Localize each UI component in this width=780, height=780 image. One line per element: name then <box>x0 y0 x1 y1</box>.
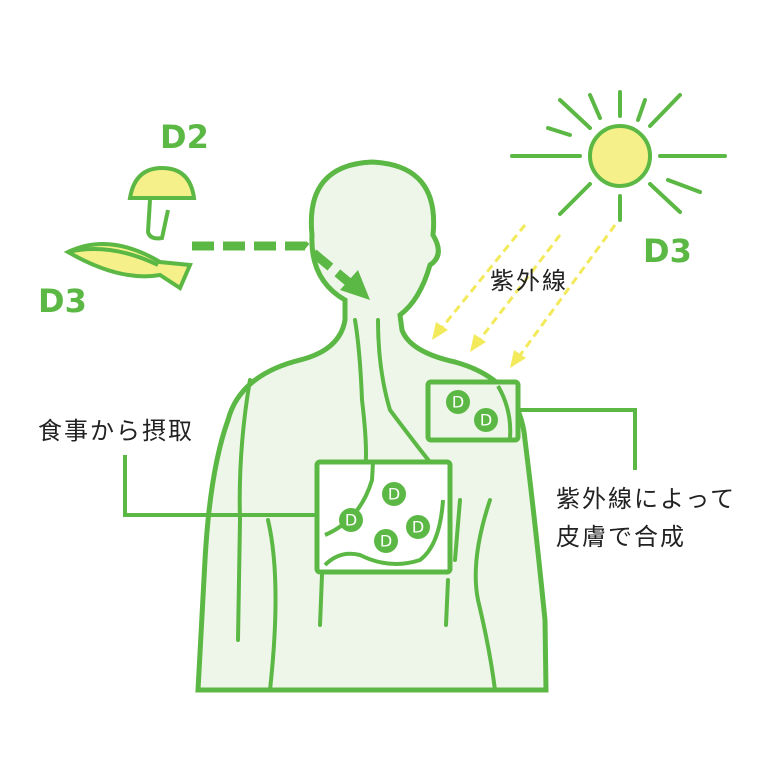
body-inner-lines <box>236 318 497 692</box>
mushroom-d2-label: D2 <box>160 118 209 156</box>
mushroom-icon <box>127 165 197 241</box>
uv-label: 紫外線 <box>490 267 568 295</box>
diet-callout-line <box>123 455 317 517</box>
skin-label-line1: 紫外線によって <box>556 485 737 513</box>
skin-callout-line <box>518 408 637 470</box>
sun-icon <box>510 90 727 222</box>
vitamin-d-marker: D <box>452 393 464 412</box>
vitamin-d-marker: D <box>412 518 424 537</box>
fish-d3-label: D3 <box>38 282 87 320</box>
diet-label: 食事から摂取 <box>38 417 194 445</box>
vitamin-d-marker: D <box>345 511 357 530</box>
vitamin-d-marker: D <box>480 411 492 430</box>
fish-icon <box>63 242 193 291</box>
food-arrow <box>192 241 370 300</box>
sun-d3-label: D3 <box>643 232 692 270</box>
uv-arrows <box>432 224 617 368</box>
skin-synthesis-label: 紫外線によって 皮膚で合成 <box>556 480 736 556</box>
skin-box: D D <box>425 379 521 443</box>
skin-label-line2: 皮膚で合成 <box>556 523 686 551</box>
vitamin-d-marker: D <box>380 532 392 551</box>
digestion-box: D D D D <box>314 459 453 575</box>
vitamin-d-marker: D <box>388 485 400 504</box>
